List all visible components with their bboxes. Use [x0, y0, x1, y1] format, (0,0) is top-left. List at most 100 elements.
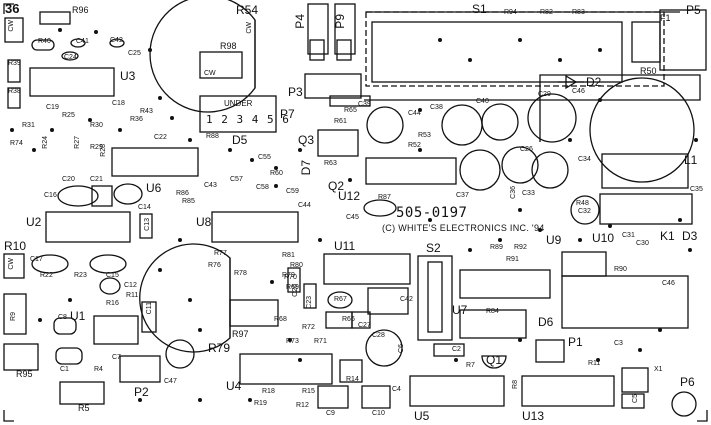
c20-outline — [57, 185, 99, 207]
c9-outline — [317, 385, 349, 409]
ref-r76: R76 — [208, 262, 221, 269]
ref-c32: C32 — [578, 208, 591, 215]
ref-r16: R16 — [106, 300, 119, 307]
ref-c31: C31 — [622, 232, 635, 239]
ref-s2: S2 — [426, 241, 441, 255]
ref-p6: P6 — [680, 375, 695, 389]
ref-c33: C33 — [522, 190, 535, 197]
ref-c42: C42 — [110, 37, 123, 44]
ref-c10: C10 — [372, 410, 385, 417]
u9-ic — [561, 251, 607, 277]
c13-outline — [139, 213, 153, 239]
ref-q2: Q2 — [328, 179, 345, 193]
ref-c57: C57 — [230, 176, 243, 183]
c11-outline — [141, 301, 157, 333]
ref-u4: U4 — [226, 379, 242, 393]
ref-c42-mid: C42 — [400, 296, 413, 303]
r97-outline — [229, 299, 279, 327]
ref-r25: R25 — [62, 112, 75, 119]
c46b-cap — [561, 275, 689, 329]
ref-r27: R27 — [74, 136, 81, 149]
u2-ic — [45, 211, 131, 243]
ref-r29: R29 — [90, 144, 103, 151]
ref-cw-r98: CW — [204, 70, 216, 77]
ref-c35: C35 — [690, 186, 703, 193]
c37-cap — [459, 149, 501, 191]
r54-trimmer — [149, 0, 256, 113]
r39-outline — [7, 59, 21, 83]
c5-outline — [621, 393, 645, 409]
c15-outline — [99, 277, 121, 295]
ref-c12: C12 — [124, 282, 137, 289]
ref-r74: R74 — [10, 140, 23, 147]
ref-r40: R40 — [38, 38, 51, 45]
ref-r30: R30 — [90, 122, 103, 129]
ref-d2: D2 — [586, 75, 602, 89]
r67-outline — [327, 291, 353, 309]
c26-outline — [287, 267, 301, 293]
ref-r95: R95 — [16, 369, 33, 379]
c39-cap — [366, 106, 404, 144]
ref-q3: Q3 — [298, 133, 315, 147]
c6-cap — [365, 329, 403, 367]
ref-r8: R8 — [512, 380, 519, 389]
ref-c41: C41 — [76, 38, 89, 45]
x1-crystal — [621, 367, 649, 393]
ref-p9: P9 — [333, 14, 347, 29]
p3-header — [304, 73, 362, 99]
ref-c36: C36 — [510, 186, 517, 199]
u5-ic — [409, 375, 505, 407]
ref-d6: D6 — [538, 315, 554, 329]
corner-bracket-bl — [3, 410, 14, 422]
ref-p5: P5 — [686, 3, 701, 17]
c41-outline — [70, 38, 86, 48]
u6-ic — [111, 147, 199, 177]
ref-c30: C30 — [636, 240, 649, 247]
ref-r83: R83 — [572, 9, 585, 16]
ref-r38: R38 — [8, 88, 21, 95]
ref-r88: R88 — [206, 133, 219, 140]
ref-r67: R67 — [334, 296, 347, 303]
ref-d3: D3 — [682, 229, 698, 243]
ref-r81: R81 — [282, 252, 295, 259]
ref-r11-right: R11 — [588, 360, 601, 367]
ref-r97: R97 — [232, 329, 249, 339]
ref-r66: R66 — [342, 316, 355, 323]
ref-r86: R86 — [176, 190, 189, 197]
p2-header — [119, 355, 161, 383]
ref-u6: U6 — [146, 181, 162, 195]
ref-r19: R19 — [254, 400, 267, 407]
ref-r72: R72 — [302, 324, 315, 331]
ref-c58: C58 — [256, 184, 269, 191]
ref-u8: U8 — [196, 215, 212, 229]
ref-u11: U11 — [334, 239, 356, 253]
ref-cw-r54: CW — [246, 22, 253, 34]
ref-r70: R70 — [284, 274, 297, 281]
ref-c13: C13 — [144, 218, 151, 231]
p5-header — [659, 9, 707, 71]
r38-outline — [7, 87, 21, 109]
ref-cw-tl: CW — [8, 20, 15, 32]
ref-c29: C29 — [538, 91, 551, 98]
ref-r79-small: R79 — [282, 272, 295, 279]
ref-u12: U12 — [338, 189, 361, 203]
ref-r61: R61 — [334, 118, 347, 125]
ref-p1: P1 — [568, 335, 583, 349]
u8-ic — [211, 211, 299, 243]
c46-big-capacitor — [589, 77, 695, 183]
ref-r12: R12 — [296, 402, 309, 409]
ref-p3: P3 — [288, 85, 303, 99]
ref-x1: X1 — [654, 366, 663, 373]
ref-r50: R50 — [640, 66, 657, 76]
c24-outline — [61, 51, 79, 61]
ref-r5: R5 — [78, 403, 90, 413]
u10-ic — [599, 193, 693, 225]
ref-c16: C16 — [44, 192, 57, 199]
c39-outline — [329, 95, 371, 107]
ref-l1: L1 — [684, 153, 698, 167]
p9-header — [334, 3, 356, 55]
ref-c23: C23 — [306, 296, 313, 309]
c36-cap — [501, 146, 539, 184]
cw-trimmer-tl — [4, 17, 24, 43]
ref-u3: U3 — [120, 69, 136, 83]
